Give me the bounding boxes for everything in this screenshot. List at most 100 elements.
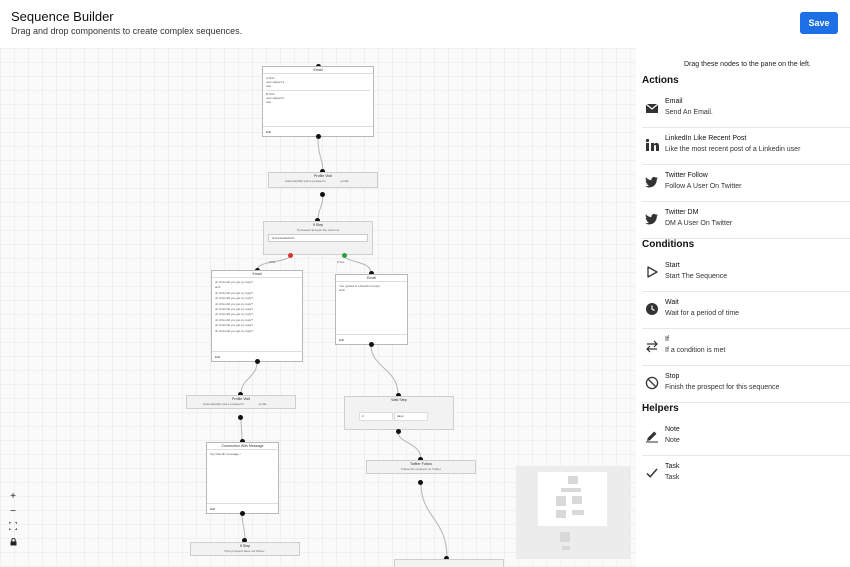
palette-item-title: Stop [665, 373, 680, 380]
minimap-node [556, 510, 566, 518]
palette-item-title: Wait [665, 299, 679, 306]
zoom-in-button[interactable]: + [10, 491, 16, 502]
yes-label: If Yes [337, 260, 345, 264]
no-handle[interactable] [288, 253, 293, 258]
email-node[interactable]: Email oh christ did you get my reply? an… [211, 270, 303, 362]
node-body: If the prospect does not follow... [223, 549, 267, 553]
node-title: Wait Step [391, 398, 407, 402]
edge-profile-connection [240, 417, 243, 442]
lock-button[interactable] [7, 537, 19, 550]
if-step-node[interactable]: If Step If the prospect does not follow.… [190, 542, 300, 556]
wait-unit-select[interactable]: days [393, 412, 428, 421]
wait-value-input[interactable]: 2 [359, 412, 393, 421]
node-handle[interactable] [396, 429, 401, 434]
node-handle[interactable] [255, 359, 260, 364]
node-handle[interactable] [369, 271, 374, 276]
node-palette: Drag these nodes to the pane on the left… [636, 48, 850, 567]
node-title: If Step [312, 223, 324, 227]
node-title: Twitter Follow [410, 462, 432, 466]
node-handle[interactable] [242, 538, 247, 543]
palette-item-desc: Note [665, 437, 680, 444]
linkedin-icon [645, 138, 659, 151]
edge-twitter-end [420, 482, 448, 559]
palette-item-twitter-follow[interactable]: Twitter Follow Follow A User On Twitter [642, 166, 850, 202]
minimap-node [556, 496, 566, 506]
minimap-node [561, 488, 581, 492]
drag-hint: Drag these nodes to the pane on the left… [684, 61, 811, 68]
edge-if-email3 [343, 254, 372, 274]
node-body: Follow the prospect on Twitter [401, 467, 441, 471]
palette-item-stop[interactable]: Stop Finish the prospect for this sequen… [642, 367, 850, 403]
node-title: Profile Visit [314, 174, 332, 178]
minimap-node [562, 546, 570, 550]
node-handle[interactable] [418, 480, 423, 485]
fit-view-button[interactable] [7, 521, 19, 534]
node-handle[interactable] [369, 342, 374, 347]
email-node[interactable]: Email You replied to LinkedIn Invoay! an… [335, 274, 408, 345]
palette-item-desc: Follow A User On Twitter [665, 183, 742, 190]
node-handle[interactable] [418, 457, 423, 462]
palette-item-twitter-dm[interactable]: Twitter DM DM A User On Twitter [642, 203, 850, 239]
partial-node[interactable] [394, 559, 504, 567]
palette-item-note[interactable]: Note Note [642, 420, 850, 456]
profile-visit-node[interactable]: Profile Visit Automatically visit a pros… [186, 395, 296, 409]
zoom-out-button[interactable]: − [10, 506, 16, 517]
save-button[interactable]: Save [800, 12, 838, 34]
palette-item-task[interactable]: Task Task [642, 457, 850, 493]
node-edit-button[interactable]: Edit [336, 334, 407, 344]
node-title: If Step [239, 544, 251, 548]
node-body: oh christ did you get my reply? and! oh … [215, 280, 253, 333]
wait-step-node[interactable]: Wait Step 2 days [344, 396, 454, 430]
node-handle[interactable] [238, 415, 243, 420]
twitter-follow-node[interactable]: Twitter Follow Follow the prospect on Tw… [366, 460, 476, 474]
fit-view-icon [8, 521, 18, 531]
node-handle[interactable] [316, 134, 321, 139]
page-title: Sequence Builder [11, 9, 114, 24]
node-handle[interactable] [320, 169, 325, 174]
node-body: Automatically visit a prospect's profile [203, 402, 267, 406]
palette-item-email[interactable]: Email Send An Email. [642, 92, 850, 128]
edge-email3-wait [370, 344, 399, 396]
node-handle[interactable] [238, 392, 243, 397]
palette-item-title: Twitter Follow [665, 172, 708, 179]
node-edit-button[interactable]: Edit [207, 503, 278, 513]
palette-item-desc: Task [665, 474, 680, 481]
yes-handle[interactable] [342, 253, 347, 258]
email-icon [645, 103, 659, 113]
palette-item-wait[interactable]: Wait Wait for a period of time [642, 293, 850, 329]
connection-node[interactable]: Connection With Message hey linkedin mes… [206, 442, 279, 514]
palette-item-if[interactable]: If If a condition is met [642, 330, 850, 366]
edge-email2-profile [240, 361, 258, 395]
node-handle[interactable] [315, 218, 320, 223]
lock-icon [10, 537, 16, 546]
node-edit-button[interactable]: Edit [263, 126, 373, 136]
edge-wait-twitter [397, 431, 422, 460]
no-label: If No [269, 260, 276, 264]
edge-email-profile [317, 135, 324, 173]
palette-item-desc: Start The Sequence [665, 273, 728, 280]
node-handle[interactable] [444, 556, 449, 561]
node-body: A Text: new subject a test B Text: new s… [263, 74, 373, 106]
stop-icon [645, 376, 659, 390]
palette-item-linkedin-like[interactable]: LinkedIn Like Recent Post Like the most … [642, 129, 850, 165]
email-node[interactable]: Email A Text: new subject a test B Text:… [262, 66, 374, 137]
node-edit-button[interactable]: Edit [212, 351, 302, 361]
node-handle[interactable] [240, 511, 245, 516]
node-handle[interactable] [396, 393, 401, 398]
node-handle[interactable] [240, 439, 245, 444]
if-step-node[interactable]: If Step If prospect accepts the outcome … [263, 221, 373, 255]
section-title-actions: Actions [642, 75, 679, 86]
palette-item-start[interactable]: Start Start The Sequence [642, 256, 850, 292]
clock-icon [646, 303, 658, 315]
edge-connection-ifstep2 [241, 513, 246, 542]
flow-canvas[interactable]: Email A Text: new subject a test B Text:… [0, 48, 636, 567]
profile-visit-node[interactable]: Profile Visit Automatically visit a pros… [268, 172, 378, 188]
edit-icon [646, 431, 658, 443]
minimap[interactable] [516, 466, 631, 559]
node-handle[interactable] [320, 192, 325, 197]
page-subtitle: Drag and drop components to create compl… [11, 26, 243, 36]
header: Sequence Builder Drag and drop component… [0, 0, 850, 48]
condition-select[interactable]: Is Connected On [268, 234, 368, 242]
twitter-icon [645, 213, 658, 225]
minimap-node [560, 532, 570, 542]
